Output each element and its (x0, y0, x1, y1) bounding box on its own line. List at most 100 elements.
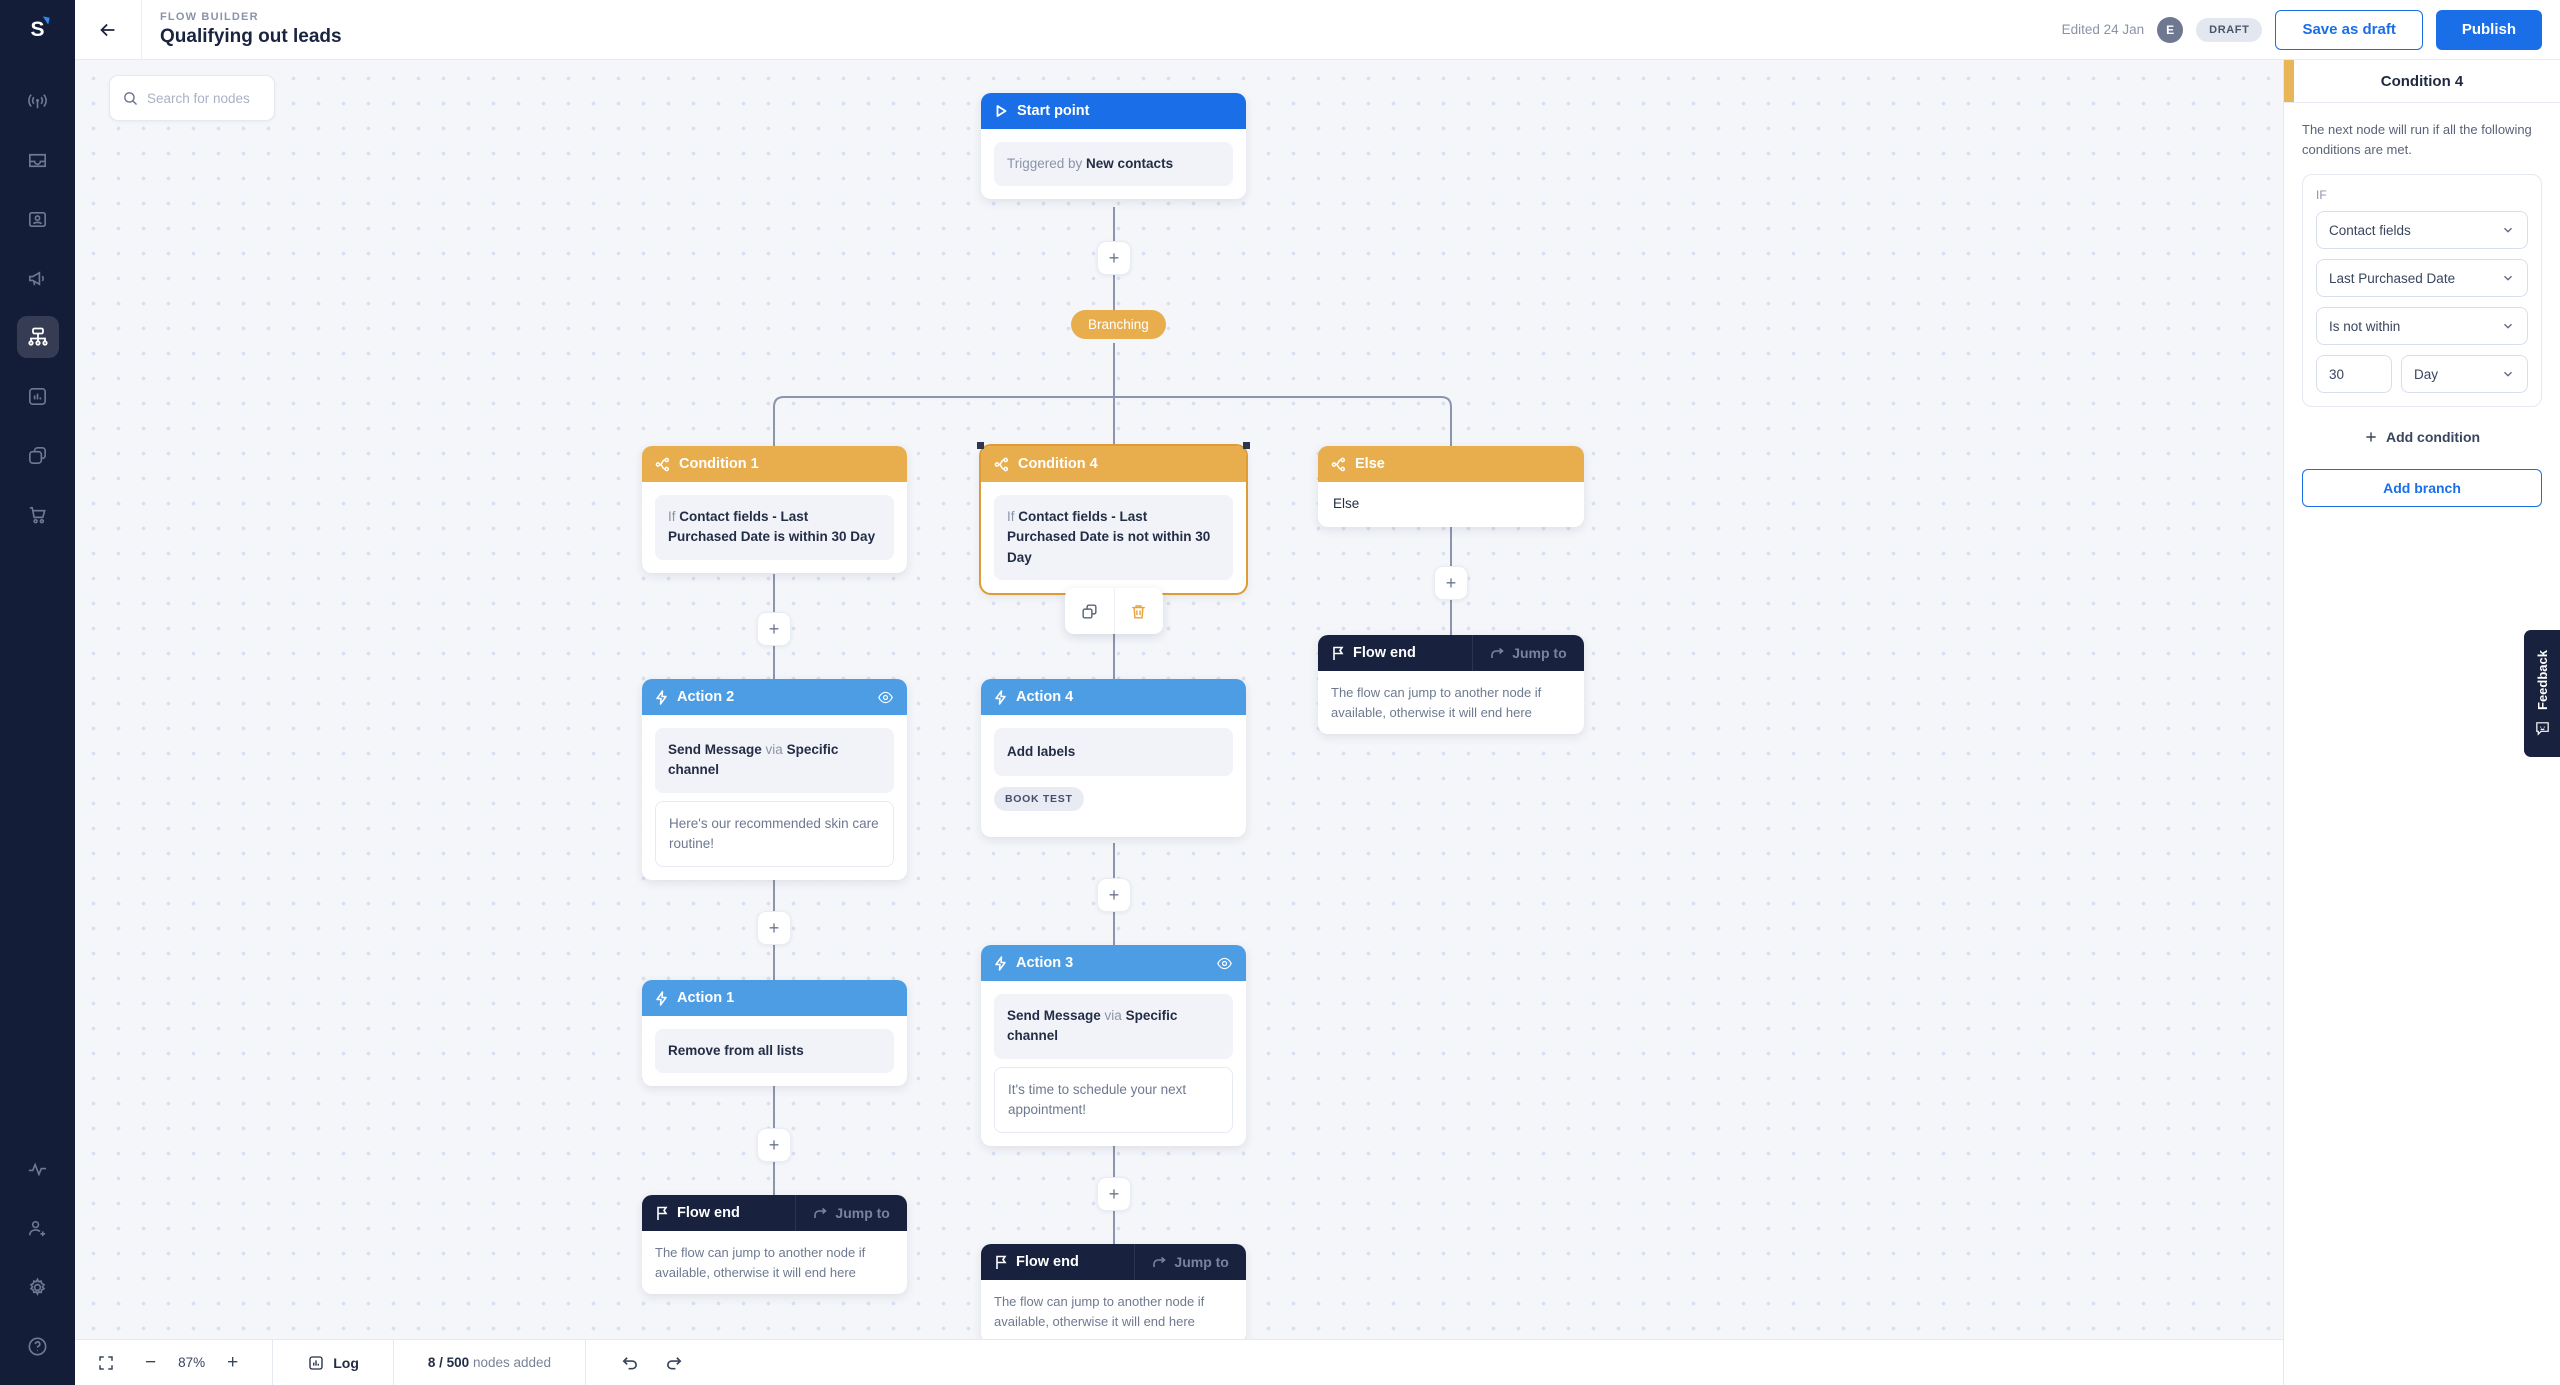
selection-handle[interactable] (1243, 442, 1250, 449)
add-node-button[interactable]: + (757, 612, 791, 646)
search-input[interactable] (147, 90, 257, 106)
node-condition-1[interactable]: Condition 1 If Contact fields - Last Pur… (642, 446, 907, 573)
field-name-select[interactable]: Last Purchased Date (2316, 259, 2528, 297)
condition-text: Contact fields - Last Purchased Date is … (668, 509, 876, 545)
header-divider (141, 0, 142, 60)
panel-description: The next node will run if all the follow… (2302, 122, 2532, 157)
panel-title: Condition 4 (2380, 72, 2464, 90)
node-title: Action 3 (1016, 955, 1074, 971)
status-badge: DRAFT (2196, 17, 2263, 42)
nodes-count-value: 8 / 500 (427, 1355, 470, 1370)
flow-canvas[interactable]: Start point Triggered by New contacts + … (75, 60, 2283, 1385)
flow-end-label: Flow end (981, 1244, 1134, 1280)
sidebar-item-inbox[interactable] (17, 139, 59, 181)
jump-to-button[interactable]: Jump to (795, 1195, 907, 1231)
add-condition-button[interactable]: Add condition (2302, 429, 2542, 445)
log-button[interactable]: Log (307, 1354, 359, 1372)
operator-select[interactable]: Is not within (2316, 307, 2528, 345)
plus-icon: + (768, 618, 780, 639)
sidebar-item-store[interactable] (17, 493, 59, 535)
sidebar-item-help[interactable] (17, 1325, 59, 1367)
lightning-icon (656, 689, 667, 705)
add-node-button[interactable]: + (1097, 878, 1131, 912)
jump-to-button[interactable]: Jump to (1471, 635, 1584, 671)
sidebar-item-invite-user[interactable] (17, 1207, 59, 1249)
sidebar-item-broadcast[interactable] (17, 80, 59, 122)
add-node-button[interactable]: + (757, 911, 791, 945)
add-node-button[interactable]: + (1434, 566, 1468, 600)
canvas-toolbar: − 87% + Log 8 / 500 nodes added (75, 1339, 2283, 1385)
action-text: Send Message (1007, 1008, 1101, 1023)
back-arrow-icon (100, 23, 115, 36)
if-label: IF (2316, 188, 2327, 202)
action-text: Send Message (668, 742, 762, 757)
pulse-icon (28, 1162, 47, 1176)
node-flow-end[interactable]: Flow end Jump to The flow can jump to an… (1318, 635, 1584, 734)
action-text: Remove from all lists (668, 1043, 804, 1058)
help-icon (28, 1337, 47, 1355)
node-title: Action 1 (677, 990, 735, 1006)
duplicate-icon (1082, 603, 1097, 619)
preview-eye-button[interactable] (877, 689, 894, 706)
node-flow-end[interactable]: Flow end Jump to The flow can jump to an… (981, 1244, 1246, 1343)
node-flow-end[interactable]: Flow end Jump to The flow can jump to an… (642, 1195, 907, 1294)
value-input[interactable] (2316, 355, 2392, 393)
add-branch-button[interactable]: Add branch (2302, 469, 2542, 507)
back-button[interactable] (75, 0, 141, 60)
node-title: Condition 4 (1018, 456, 1098, 472)
sidebar-item-integrations[interactable] (17, 434, 59, 476)
eye-icon (1217, 957, 1232, 969)
toolbar-divider (392, 1339, 394, 1385)
sidebar-item-flows[interactable] (16, 316, 59, 358)
delete-node-button[interactable] (1115, 588, 1164, 634)
zoom-out-button[interactable]: − (145, 1352, 156, 1374)
app-sidebar: S (0, 0, 75, 1385)
plus-icon: + (768, 917, 780, 938)
log-icon (309, 1355, 323, 1370)
node-action-1[interactable]: Action 1 Remove from all lists (642, 980, 907, 1087)
app-logo[interactable]: S (0, 0, 75, 60)
jump-icon (1491, 647, 1504, 658)
node-start-point[interactable]: Start point Triggered by New contacts (981, 93, 1246, 200)
unit-select[interactable]: Day (2401, 355, 2528, 393)
node-condition-4[interactable]: Condition 4 If Contact fields - Last Pur… (977, 442, 1250, 595)
plus-icon (2366, 432, 2376, 442)
node-else[interactable]: Else Else (1318, 446, 1584, 527)
selection-handle[interactable] (977, 442, 984, 449)
save-as-draft-button[interactable]: Save as draft (2275, 9, 2423, 50)
sidebar-item-analytics[interactable] (17, 375, 59, 417)
node-action-4[interactable]: Action 4 Add labels BOOK TEST (981, 679, 1246, 838)
node-action-3[interactable]: Action 3 Send Message via Specific chann… (981, 945, 1246, 1146)
zoom-in-button[interactable]: + (227, 1352, 238, 1374)
node-action-2[interactable]: Action 2 Send Message via Specific chann… (642, 679, 907, 880)
add-node-button[interactable]: + (1097, 1177, 1131, 1211)
publish-button[interactable]: Publish (2435, 9, 2542, 50)
bar-chart-icon (29, 387, 46, 405)
node-title: Action 2 (677, 689, 735, 705)
trigger-value: New contacts (1086, 156, 1174, 171)
branching-pill[interactable]: Branching (1071, 310, 1166, 339)
redo-button[interactable] (665, 1354, 684, 1371)
undo-button[interactable] (620, 1354, 639, 1371)
avatar[interactable]: E (2157, 16, 2184, 43)
logo-accent (41, 16, 50, 25)
feedback-tab[interactable]: Feedback (2524, 630, 2560, 757)
node-search (109, 75, 275, 121)
fullscreen-button[interactable] (97, 1354, 115, 1372)
branch-icon (994, 457, 1009, 471)
sidebar-item-contacts[interactable] (17, 198, 59, 240)
jump-to-button[interactable]: Jump to (1134, 1244, 1246, 1280)
condition-card: IF Contact fields Last Purchased Date Is… (2302, 174, 2542, 407)
field-category-select[interactable]: Contact fields (2316, 211, 2528, 249)
flag-icon (657, 1206, 668, 1220)
feedback-label: Feedback (2534, 650, 2550, 710)
duplicate-node-button[interactable] (1065, 588, 1114, 634)
node-title: Flow end (1353, 645, 1416, 661)
node-title: Flow end (677, 1205, 740, 1221)
add-node-button[interactable]: + (757, 1128, 791, 1162)
preview-eye-button[interactable] (1216, 955, 1233, 972)
add-node-button[interactable]: + (1097, 241, 1131, 275)
sidebar-item-settings[interactable] (17, 1266, 59, 1308)
sidebar-item-campaigns[interactable] (17, 257, 59, 299)
sidebar-item-activity[interactable] (17, 1148, 59, 1190)
